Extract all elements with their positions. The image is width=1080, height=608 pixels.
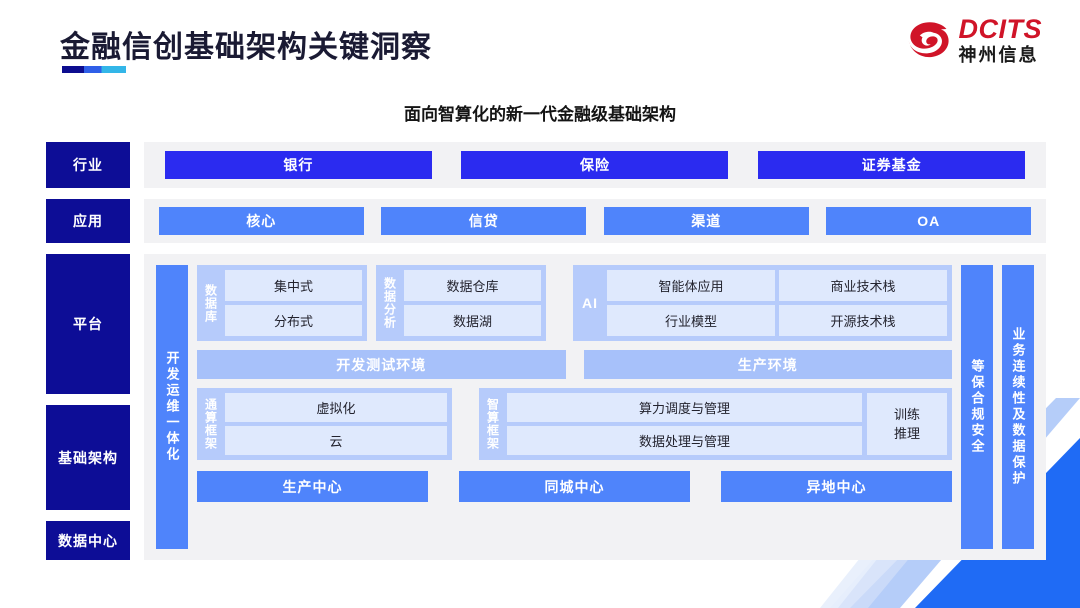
spacer — [46, 243, 1046, 254]
row-label-infrastructure: 基础架构 — [46, 405, 130, 510]
group-label-intelligent-compute: 智算框架 — [485, 398, 500, 450]
right-vbar-group: 等保合规安全 业务连续性及数据保护 — [961, 265, 1034, 549]
chip-industry-bank[interactable]: 银行 — [164, 151, 432, 179]
cell-data-processing[interactable]: 数据处理与管理 — [507, 426, 862, 455]
group-cells-data-analysis: 数据仓库 数据湖 — [404, 270, 541, 336]
row-label-application: 应用 — [46, 199, 130, 243]
chip-production-center[interactable]: 生产中心 — [197, 471, 428, 502]
group-label-general-compute: 通算框架 — [203, 398, 218, 450]
chip-production-environment[interactable]: 生产环境 — [583, 350, 952, 379]
cell-data-warehouse[interactable]: 数据仓库 — [404, 270, 541, 301]
chip-metro-center[interactable]: 同城中心 — [459, 471, 690, 502]
group-database: 数据库 集中式 分布式 — [197, 265, 367, 341]
group-data-analysis: 数据分析 数据仓库 数据湖 — [376, 265, 546, 341]
group-cells-database: 集中式 分布式 — [225, 270, 362, 336]
group-label-data-analysis: 数据分析 — [382, 277, 397, 329]
core-row-data-ai: 数据库 集中式 分布式 数据分析 数据仓库 数据湖 — [197, 265, 952, 341]
group-intelligent-compute: 智算框架 算力调度与管理 数据处理与管理 训练 推理 — [479, 388, 952, 460]
slide-header: 金融信创基础架构关键洞察 DCITS 神州信息 — [0, 0, 1080, 92]
chip-remote-center[interactable]: 异地中心 — [721, 471, 952, 502]
cell-train-inference[interactable]: 训练 推理 — [867, 393, 947, 455]
diagram-subtitle: 面向智算化的新一代金融级基础架构 — [404, 105, 676, 124]
row-application: 应用 核心 信贷 渠道 OA — [46, 199, 1046, 243]
logo-text-cn: 神州信息 — [958, 45, 1039, 65]
spacer — [46, 394, 130, 405]
cell-open-source-tech-stack[interactable]: 开源技术栈 — [779, 305, 947, 336]
cell-industry-model[interactable]: 行业模型 — [607, 305, 775, 336]
chip-app-core[interactable]: 核心 — [158, 207, 364, 235]
cell-data-lake[interactable]: 数据湖 — [404, 305, 541, 336]
row-platform-stack: 平台 基础架构 数据中心 开发运维一体化 数据库 集中式 分布式 — [46, 254, 1046, 560]
cell-compute-scheduling[interactable]: 算力调度与管理 — [507, 393, 862, 422]
architecture-diagram: 行业 银行 保险 证券基金 应用 核心 信贷 渠道 OA — [46, 142, 1046, 567]
group-cells-general-compute: 虚拟化 云 — [225, 393, 447, 455]
row-band-application: 核心 信贷 渠道 OA — [144, 199, 1046, 243]
group-ai: AI 智能体应用 商业技术栈 行业模型 开源技术栈 — [573, 265, 952, 341]
chip-app-oa[interactable]: OA — [826, 207, 1032, 235]
cell-virtualization[interactable]: 虚拟化 — [225, 393, 447, 422]
logo-text-en: DCITS — [958, 14, 1042, 44]
vbar-business-continuity[interactable]: 业务连续性及数据保护 — [1002, 265, 1034, 549]
row-label-datacenter: 数据中心 — [46, 521, 130, 560]
page-title: 金融信创基础架构关键洞察 — [60, 31, 432, 64]
platform-core-area: 数据库 集中式 分布式 数据分析 数据仓库 数据湖 — [197, 265, 952, 549]
vbar-compliance-security[interactable]: 等保合规安全 — [961, 265, 993, 549]
group-label-database: 数据库 — [203, 283, 218, 323]
row-label-industry: 行业 — [46, 142, 130, 188]
cell-agent-application[interactable]: 智能体应用 — [607, 270, 775, 301]
chip-industry-securities-fund[interactable]: 证券基金 — [758, 151, 1026, 179]
chip-industry-insurance[interactable]: 保险 — [461, 151, 729, 179]
group-label-ai: AI — [582, 295, 598, 311]
row-band-industry: 银行 保险 证券基金 — [144, 142, 1046, 188]
group-cells-ai: 智能体应用 商业技术栈 行业模型 开源技术栈 — [607, 270, 947, 336]
spacer — [46, 510, 130, 521]
core-row-compute-frameworks: 通算框架 虚拟化 云 智算框架 算力调度与管理 数据处理与管理 — [197, 388, 952, 460]
swirl-logo-icon — [908, 22, 949, 58]
chip-dev-test-environment[interactable]: 开发测试环境 — [197, 350, 566, 379]
group-cells-intelligent-compute: 算力调度与管理 数据处理与管理 — [507, 393, 862, 455]
brand-logo: DCITS 神州信息 — [906, 16, 1043, 64]
core-row-environments: 开发测试环境 生产环境 — [197, 350, 952, 379]
core-row-centers: 生产中心 同城中心 异地中心 — [197, 471, 952, 502]
cell-commercial-tech-stack[interactable]: 商业技术栈 — [779, 270, 947, 301]
group-general-compute: 通算框架 虚拟化 云 — [197, 388, 452, 460]
row-industry: 行业 银行 保险 证券基金 — [46, 142, 1046, 188]
cell-train-label: 训练 — [893, 406, 920, 422]
cell-inference-label: 推理 — [893, 426, 920, 441]
cell-centralized[interactable]: 集中式 — [225, 270, 362, 301]
spacer — [46, 188, 1046, 199]
title-underline — [62, 66, 126, 73]
chip-app-channel[interactable]: 渠道 — [603, 207, 809, 235]
chip-app-credit[interactable]: 信贷 — [381, 207, 587, 235]
cell-cloud[interactable]: 云 — [225, 426, 447, 455]
left-label-column: 平台 基础架构 数据中心 — [46, 254, 130, 560]
cell-distributed[interactable]: 分布式 — [225, 305, 362, 336]
vbar-devops[interactable]: 开发运维一体化 — [156, 265, 188, 549]
platform-content-band: 开发运维一体化 数据库 集中式 分布式 数据分析 — [144, 254, 1046, 560]
row-label-platform: 平台 — [46, 254, 130, 394]
